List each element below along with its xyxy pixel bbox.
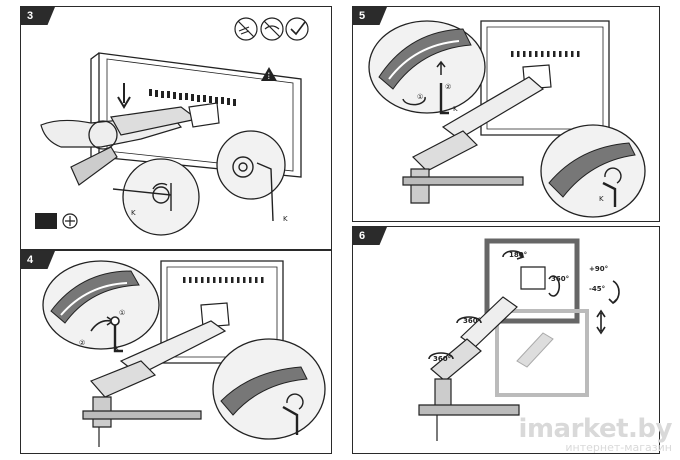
rotation-arrows [428,250,620,360]
tilt-down-label: -45° [589,285,606,293]
hex-key-label-2: K [599,195,604,203]
hex-key-label: K [115,345,120,353]
step-3-badge: 3 [21,7,55,25]
step-4-badge: 4 [21,251,55,269]
watermark-subtitle: интернет-магазин [565,441,672,454]
step-6-panel: 6 180° 360° [352,226,660,454]
watermark: imarket.by интернет-магазин [518,414,673,454]
rotation-360-base-label: 360° [433,355,452,363]
tilt-up-label: +90° [589,265,609,273]
step-5-badge: 5 [353,7,387,25]
rotation-360-plate-label: 360° [551,275,570,283]
step-3-panel: 3 ! [20,6,332,250]
no-tool-icon [234,17,309,41]
hex-key-label-2: K [283,215,288,223]
rotate-arrow-icon [402,60,449,115]
step-6-illustration [418,238,620,441]
step-label-2: ② [79,339,86,347]
warning-icon [261,67,277,81]
step-5-illustration [368,20,646,218]
rotate-arrow-icon [286,393,304,410]
curved-arrow-icon [90,316,123,353]
step-label-1: ① [119,309,126,317]
step-5-panel: 5 [352,6,660,222]
step-3-illustration: ! [35,17,309,236]
down-arrow-icon [117,83,131,109]
rotation-180-label: 180° [509,251,528,259]
step-4-panel: 4 [20,250,332,454]
watermark-brand: imarket.by [518,414,673,444]
rotation-360-arm-label: 360° [463,317,482,325]
monitor-screen-icon [35,213,57,229]
step-6-badge: 6 [353,227,387,245]
rotate-arrow-icon-2 [604,167,622,184]
step-label-1: ① [417,93,424,101]
hex-key-label: K [453,105,458,113]
step-label-2: ② [445,83,452,91]
hex-key-label: K [131,209,136,217]
svg-text:!: ! [267,72,271,82]
step-4-illustration [42,260,326,447]
rotate-plus-icon [62,213,78,229]
